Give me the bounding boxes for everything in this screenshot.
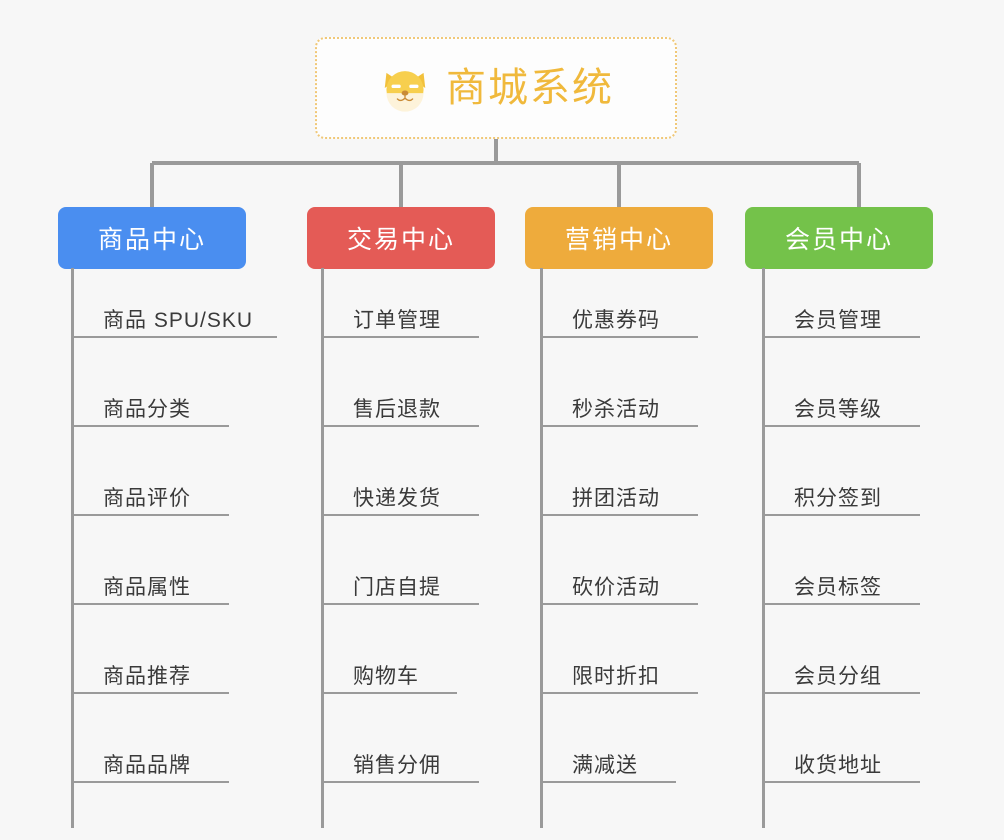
list-item[interactable]: 快递发货 — [321, 466, 479, 516]
list-item[interactable]: 门店自提 — [321, 555, 479, 605]
list-item[interactable]: 满减送 — [540, 733, 676, 783]
list-item[interactable]: 秒杀活动 — [540, 377, 698, 427]
root-title: 商城系统 — [446, 66, 614, 110]
list-item[interactable]: 拼团活动 — [540, 466, 698, 516]
shiba-dog-icon — [378, 61, 432, 115]
list-item[interactable]: 会员管理 — [762, 288, 920, 338]
branch-header-label-4: 会员中心 — [784, 226, 893, 254]
branch-spine-2 — [321, 268, 324, 828]
list-item[interactable]: 商品品牌 — [71, 733, 229, 783]
branch-spine-1 — [71, 268, 74, 828]
list-item[interactable]: 商品属性 — [71, 555, 229, 605]
list-item[interactable]: 会员等级 — [762, 377, 920, 427]
list-item[interactable]: 商品分类 — [71, 377, 229, 427]
list-item[interactable]: 订单管理 — [321, 288, 479, 338]
branch-header-label-3: 营销中心 — [564, 226, 673, 254]
list-item[interactable]: 会员分组 — [762, 644, 920, 694]
list-item[interactable]: 积分签到 — [762, 466, 920, 516]
list-item[interactable]: 商品推荐 — [71, 644, 229, 694]
list-item[interactable]: 优惠券码 — [540, 288, 698, 338]
list-item[interactable]: 会员标签 — [762, 555, 920, 605]
list-item[interactable]: 购物车 — [321, 644, 457, 694]
branch-spine-3 — [540, 268, 543, 828]
list-item[interactable]: 商品 SPU/SKU — [71, 288, 277, 338]
branch-spine-4 — [762, 268, 765, 828]
list-item[interactable]: 商品评价 — [71, 466, 229, 516]
list-item[interactable]: 售后退款 — [321, 377, 479, 427]
branch-header-4[interactable]: 会员中心 — [745, 207, 933, 269]
branch-header-label-1: 商品中心 — [97, 226, 206, 254]
list-item[interactable]: 限时折扣 — [540, 644, 698, 694]
branch-header-2[interactable]: 交易中心 — [307, 207, 495, 269]
branch-header-3[interactable]: 营销中心 — [525, 207, 713, 269]
branch-header-1[interactable]: 商品中心 — [58, 207, 246, 269]
root-node[interactable]: 商城系统 — [315, 37, 677, 139]
list-item[interactable]: 销售分佣 — [321, 733, 479, 783]
list-item[interactable]: 砍价活动 — [540, 555, 698, 605]
list-item[interactable]: 收货地址 — [762, 733, 920, 783]
branch-header-label-2: 交易中心 — [346, 226, 455, 254]
